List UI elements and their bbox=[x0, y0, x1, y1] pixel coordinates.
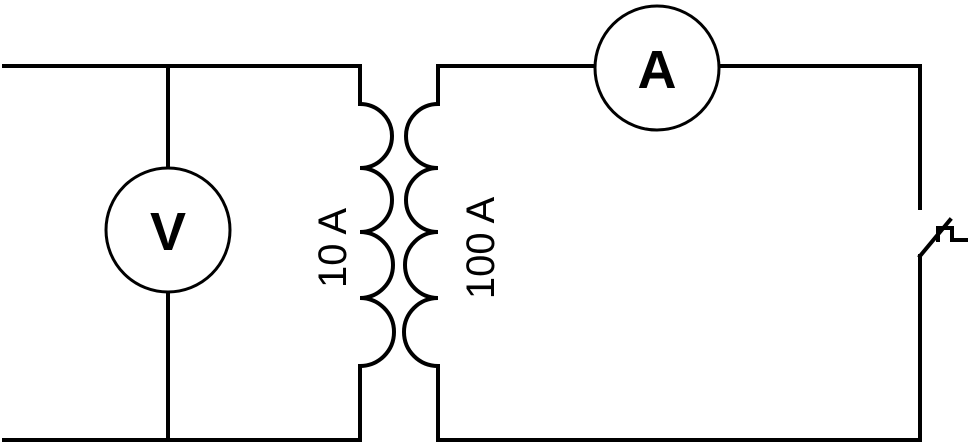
voltmeter-ring bbox=[104, 166, 232, 294]
switch-blade bbox=[917, 217, 953, 259]
ammeter-ring bbox=[593, 4, 721, 132]
switch bbox=[917, 217, 968, 259]
voltmeter-symbol: V bbox=[150, 202, 186, 262]
ammeter: A bbox=[593, 4, 721, 132]
primary-coil bbox=[357, 101, 396, 369]
voltmeter: V bbox=[104, 166, 232, 294]
primary-bottom-wire bbox=[2, 364, 362, 442]
ammeter-symbol: A bbox=[638, 40, 677, 100]
primary-circuit bbox=[2, 64, 362, 442]
secondary-winding-rating: 100 A bbox=[459, 197, 503, 300]
secondary-bottom-wire bbox=[436, 254, 922, 442]
primary-top-wire bbox=[2, 64, 362, 106]
primary-winding-rating: 10 A bbox=[311, 208, 355, 288]
secondary-top-wire-left bbox=[436, 64, 597, 106]
secondary-coil bbox=[402, 101, 441, 369]
switch-actuator bbox=[936, 226, 968, 242]
secondary-circuit bbox=[436, 64, 922, 442]
secondary-top-wire-right bbox=[717, 64, 922, 210]
